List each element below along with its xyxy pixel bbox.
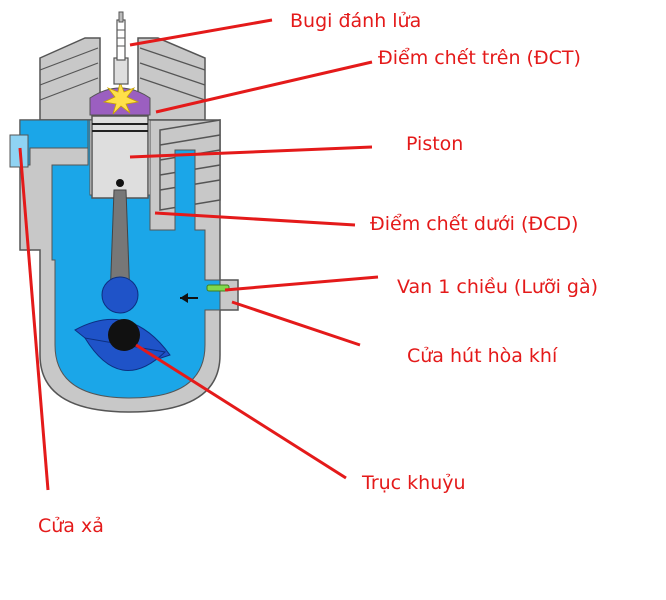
label-piston: Piston	[406, 133, 464, 155]
label-crankshaft: Trục khuỷu	[362, 472, 466, 494]
label-reed-valve: Van 1 chiều (Lưỡi gà)	[397, 276, 599, 298]
label-spark-plug: Bugi đánh lửa	[290, 10, 422, 32]
leader-lines	[18, 18, 379, 491]
reed-valve-icon	[180, 284, 230, 303]
spark-plug-icon	[113, 11, 129, 85]
label-bdc: Điểm chết dưới (ĐCD)	[370, 213, 579, 235]
label-intake-port: Cửa hút hòa khí	[407, 345, 558, 367]
spark-flash	[102, 80, 140, 115]
label-exhaust-port: Cửa xả	[38, 515, 104, 537]
label-tdc: Điểm chết trên (ĐCT)	[378, 47, 581, 69]
crankshaft-icon	[74, 276, 171, 371]
fin-grooves	[19, 47, 206, 151]
